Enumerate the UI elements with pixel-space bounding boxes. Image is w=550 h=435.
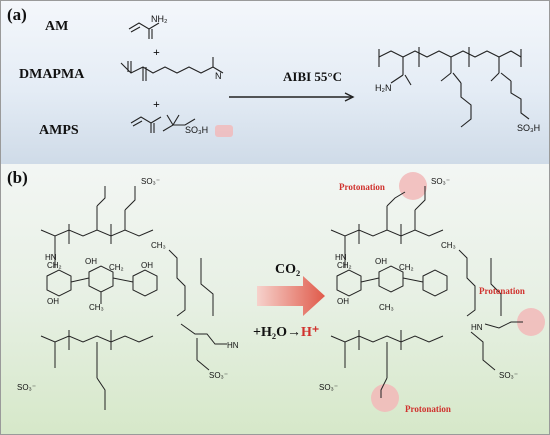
so3-label: SO₃⁻ — [209, 371, 228, 380]
ch2-label: CH₂ — [399, 263, 414, 272]
conversion-arrow — [257, 276, 325, 316]
reaction-condition: AIBI 55°C — [283, 69, 343, 84]
product-amide-label: H₂N — [375, 83, 392, 93]
protonation-highlight — [399, 172, 427, 200]
protonation-highlight — [371, 384, 399, 412]
monomer-amps-name: AMPS — [39, 123, 79, 138]
product-acid-label: SO₃H — [517, 123, 540, 133]
panel-b: (b) — [1, 164, 549, 434]
plus-sign: + — [153, 97, 160, 111]
right-network-structure — [330, 186, 523, 398]
water-reaction-text: +H₂O→H⁺ — [253, 324, 319, 341]
panel-a-structures: NH₂ N SO₃H H₂N SO₃H — [120, 14, 540, 137]
ch3-label: CH₃ — [379, 303, 394, 312]
dmapma-structure — [120, 57, 224, 81]
panel-b-label: (b) — [7, 168, 28, 187]
ch3-label: CH₃ — [89, 303, 104, 312]
panel-a: (a) AM + DMAPMA + AMPS AIBI 55°C — [1, 1, 549, 164]
panel-b-structures: HN CH₂ CH₂ OH OH OH CH₃ CH₃ SO₃⁻ HN SO₃⁻… — [17, 172, 545, 414]
am-structure — [128, 22, 160, 39]
so3-label: SO₃⁻ — [319, 383, 338, 392]
oh-label: OH — [375, 257, 387, 266]
amps-structure — [130, 114, 196, 133]
water-reaction-label: +H₂O→ — [253, 325, 301, 340]
ch3-label: CH₃ — [151, 241, 166, 250]
hn-label: HN — [471, 323, 483, 332]
hn-label: HN — [45, 253, 57, 262]
so3-label: SO₃⁻ — [499, 371, 518, 380]
protonation-label: Protonation — [339, 182, 385, 192]
ch2-label: CH₂ — [109, 263, 124, 272]
plus-sign: + — [153, 45, 160, 59]
left-network-structure — [40, 186, 227, 410]
copolymer-product-structure — [378, 47, 530, 128]
so3-label: SO₃⁻ — [141, 177, 160, 186]
am-group-label: NH₂ — [151, 14, 168, 24]
ch3-label: CH₃ — [441, 241, 456, 250]
dmapma-group-label: N — [215, 71, 222, 81]
oh-label: OH — [337, 297, 349, 306]
monomer-am-name: AM — [45, 19, 69, 34]
panel-a-label: (a) — [7, 5, 27, 24]
protonation-highlight — [517, 308, 545, 336]
oh-label: OH — [85, 257, 97, 266]
hn-label: HN — [335, 253, 347, 262]
proton-label: H⁺ — [300, 325, 320, 340]
protonation-label: Protonation — [479, 286, 525, 296]
monomer-dmapma-name: DMAPMA — [19, 67, 85, 82]
so3-label: SO₃⁻ — [17, 383, 36, 392]
so3-label: SO₃⁻ — [431, 177, 450, 186]
hn-label: HN — [227, 341, 239, 350]
protonation-label: Protonation — [405, 404, 451, 414]
ch2-label: CH₂ — [47, 261, 62, 270]
amps-acid-highlight — [215, 125, 233, 137]
oh-label: OH — [141, 261, 153, 270]
oh-label: OH — [47, 297, 59, 306]
amps-group-label: SO₃H — [185, 125, 208, 135]
ch2-label: CH₂ — [337, 261, 352, 270]
co2-label: CO₂ — [275, 262, 301, 277]
